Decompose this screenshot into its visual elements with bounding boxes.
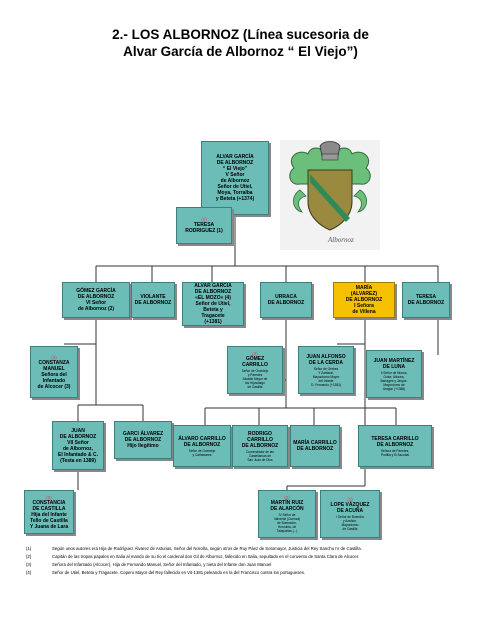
node-rodrigo-carrillo: RODRIGO CARRILLO DE ALBORNOZ Comendador … <box>232 425 288 467</box>
footnote-text: Según unos autores era Hija de Rodríguez… <box>52 546 362 551</box>
footnote-marker: (2) <box>284 495 290 500</box>
node-gomez-carrillo: (3) GÓMEZ CARRILLO Señor de Ocentejo y P… <box>227 346 283 394</box>
node-teresa-rodriguez: (1) TERESA RODRIGUEZ (1) <box>176 207 232 244</box>
node-description: Señora de Paredes, Portilla y El Ascobal <box>380 448 410 457</box>
footnote-text: Señora del Infantado (Alcocer), Hija de … <box>52 562 272 567</box>
node-constancia-castilla: (2) CONSTANCIA DE CASTILLA Hija del Infa… <box>24 490 74 534</box>
node-name: MARTÍN RUIZ DE ALARCÓN <box>270 500 304 512</box>
node-description: Comendador de las Castellanías de San Ju… <box>246 449 274 462</box>
node-description: Señor de Ocentejo y Paredes Alcaide Mayo… <box>241 369 269 389</box>
title-line-1: 2.- LOS ALBORNOZ (Línea sucesoria de <box>112 27 369 42</box>
title-line-2: Alvar García de Albornoz “ El Viejo”) <box>123 44 358 59</box>
node-name: JUAN MARTÍNEZ DE LUNA <box>373 357 415 370</box>
footnote-text: Señor de Utiel, Beteta y Tragacete. Cope… <box>52 570 306 575</box>
footnote-row: (4) Señor de Utiel, Beteta y Tragacete. … <box>26 569 466 577</box>
crest-caption: Albornoz <box>328 236 354 244</box>
node-lope-vazquez-acuna: (2) LOPE VÁZQUEZ DE ACUÑA I Señor de Bue… <box>320 490 380 538</box>
node-juan-martinez-luna: JUAN MARTÍNEZ DE LUNA II Señor de Illuec… <box>366 350 422 398</box>
footnote-marker: (2) <box>46 494 52 500</box>
node-description: I Señor de Buendía y Azañón, Mayordomo d… <box>336 515 364 531</box>
node-name: ÁLVARO CARRILLO DE ALBORNOZ <box>178 435 226 448</box>
node-urraca: URRACA DE ALBORNOZ <box>260 282 312 318</box>
node-name: TERESA DE ALBORNOZ <box>407 294 445 306</box>
footnote-marker: (1) <box>201 217 207 222</box>
node-name: TERESA RODRIGUEZ (1) <box>185 222 223 234</box>
footnote-row: (3) Señora del Infantado (Alcocer), Hija… <box>26 561 466 569</box>
footnote-number: (4) <box>26 570 32 575</box>
node-name: ALVAR GARCÍA DE ALBORNOZ «EL MOZO» (4) S… <box>194 283 232 325</box>
node-name: CONSTANCIA DE CASTILLA Hija del Infante … <box>29 499 69 530</box>
node-name: ALVAR GARCÍA DE ALBORNOZ “ El Viejo” V S… <box>215 154 255 202</box>
footnote-number: (3) <box>26 562 32 567</box>
footnote-text: Capitán de las tropas papales en Italia … <box>52 554 360 559</box>
node-name: LOPE VÁZQUEZ DE ACUÑA <box>330 502 370 514</box>
node-alvar-garcia-el-mozo: ALVAR GARCÍA DE ALBORNOZ «EL MOZO» (4) S… <box>182 282 244 326</box>
footnote-marker: (3) <box>51 354 57 360</box>
node-gomez-garcia: GÓMEZ GARCÍA DE ALBORNOZ VI Señor de Alb… <box>62 282 130 318</box>
node-juan-albornoz: JUAN DE ALBORNOZ VII Señor de Albornoz, … <box>52 421 104 470</box>
node-martin-ruiz-alarcon: (2) MARTÍN RUIZ DE ALARCÓN IV Señor de V… <box>258 490 316 538</box>
albornoz-crest: Albornoz <box>280 140 380 250</box>
node-constanza-manuel: (3) CONSTANZA MANUEL Señora del Infantad… <box>30 346 78 398</box>
page-title: 2.- LOS ALBORNOZ (Línea sucesoria de Alv… <box>0 26 481 60</box>
footnote-row: (2) Capitán de las tropas papales en Ita… <box>26 553 466 561</box>
node-name: GÓMEZ CARRILLO <box>242 356 268 368</box>
node-garci-alvarez: GARCI ÁLVAREZ DE ALBORNOZ Hijo Ilegítimo <box>114 421 172 459</box>
node-teresa-carrillo: TERESA CARRILLO DE ALBORNOZ Señora de Pa… <box>358 425 432 467</box>
node-description: Señor de Gerbes Y Zanfaral, Mayordomo Ma… <box>311 366 341 387</box>
node-name: JUAN DE ALBORNOZ VII Señor de Albornoz, … <box>58 427 98 464</box>
node-name: TERESA CARRILLO DE ALBORNOZ <box>371 435 419 448</box>
node-name: RODRIGO CARRILLO DE ALBORNOZ <box>241 430 279 449</box>
footnotes: (1) Según unos autores era Hija de Rodrí… <box>26 545 466 577</box>
node-maria-villena: MARÍA (ALVAREZ) DE ALBORNOZ I Señora de … <box>333 282 395 318</box>
footnote-marker: (2) <box>347 497 353 502</box>
node-juan-alfonso-cerda: JUAN ALFONSO DE LA CERDA Señor de Gerbes… <box>298 346 354 394</box>
node-description: IV Señor de Valverde (Cuenca) de Buenach… <box>273 513 301 533</box>
node-name: MARÍA CARRILLO DE ALBORNOZ <box>293 440 337 452</box>
node-name: CONSTANZA MANUEL Señora del Infantado de… <box>37 359 71 390</box>
node-maria-carrillo: MARÍA CARRILLO DE ALBORNOZ <box>290 425 340 467</box>
node-alvar-garcia-el-viejo: ALVAR GARCÍA DE ALBORNOZ “ El Viejo” V S… <box>201 141 269 215</box>
footnote-number: (2) <box>26 554 32 559</box>
coat-of-arms-icon <box>280 140 380 250</box>
node-name: MARÍA (ALVAREZ) DE ALBORNOZ I Señora de … <box>345 285 383 315</box>
node-teresa-albornoz: TERESA DE ALBORNOZ <box>402 282 450 318</box>
node-description: Señor de Ocentejo y Cañamares <box>188 448 216 457</box>
footnote-number: (1) <box>26 546 32 551</box>
node-name: JUAN ALFONSO DE LA CERDA <box>306 353 346 366</box>
node-name: VIOLANTE DE ALBORNOZ <box>134 294 172 306</box>
node-violante: VIOLANTE DE ALBORNOZ <box>131 282 175 318</box>
node-name: GÓMEZ GARCÍA DE ALBORNOZ VI Señor de Alb… <box>76 288 116 312</box>
footnote-row: (1) Según unos autores era Hija de Rodrí… <box>26 545 466 553</box>
node-description: II Señor de Illueca, Gotor, Alfocea, Bar… <box>380 370 408 391</box>
node-name: URRACA DE ALBORNOZ <box>267 294 305 306</box>
node-alvaro-carrillo: ÁLVARO CARRILLO DE ALBORNOZ Señor de Oce… <box>173 425 231 467</box>
footnote-marker: (3) <box>252 351 258 356</box>
node-name: GARCI ÁLVAREZ DE ALBORNOZ Hijo Ilegítimo <box>122 431 164 449</box>
